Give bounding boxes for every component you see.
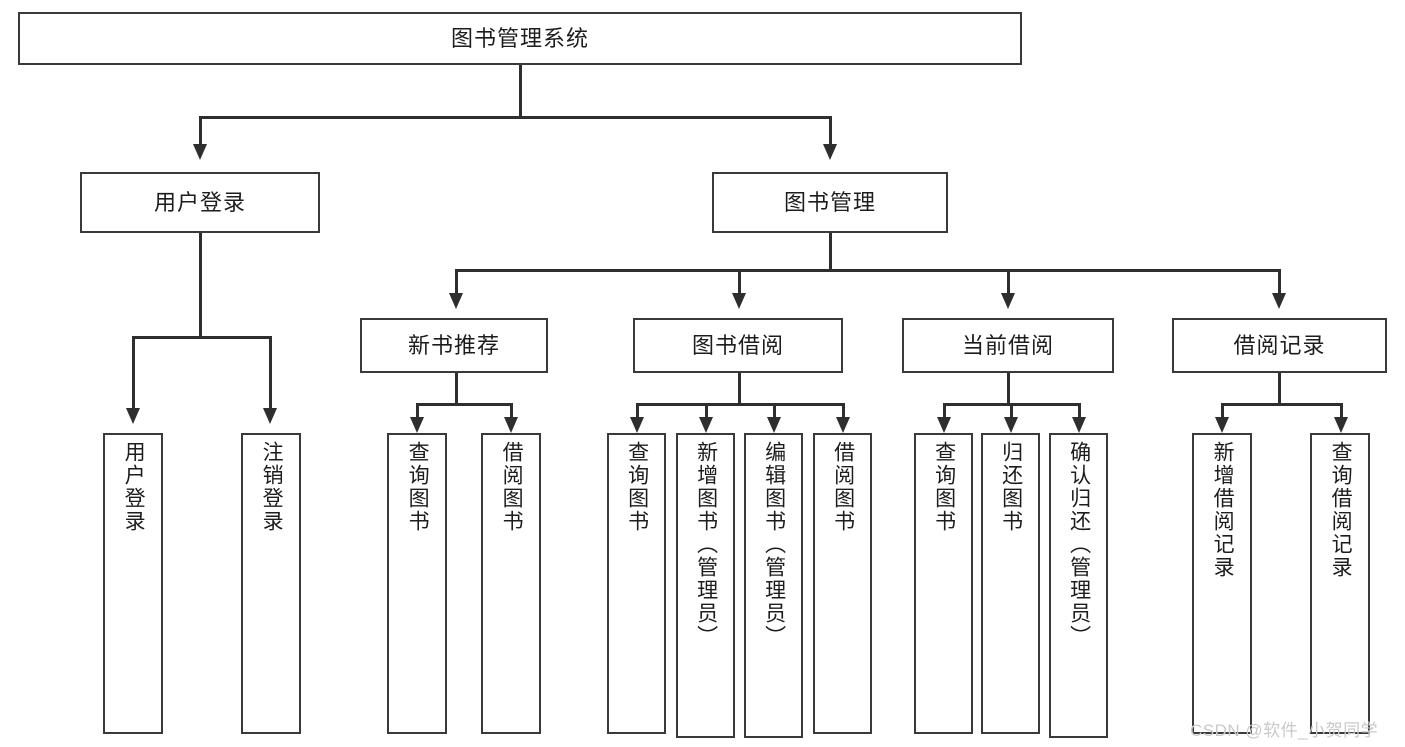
arrowhead-currentborrow-leaf-1 — [937, 417, 951, 433]
node-current-borrow[interactable]: 当前借阅 — [902, 318, 1114, 373]
leaf-user-login-login[interactable]: 用户登录 — [103, 433, 163, 734]
connector-user-login-bar — [132, 336, 269, 339]
leaf-borrowrecord-add-record[interactable]: 新增借阅记录 — [1192, 433, 1252, 734]
connector-root-to-book-management — [829, 116, 832, 146]
connector-user-login-trunk — [199, 233, 202, 338]
connector-borrowrecord-bar — [1221, 403, 1340, 406]
arrowhead-currentborrow-leaf-3 — [1072, 417, 1086, 433]
connector-bookborrow-to-leaf-1 — [636, 403, 639, 419]
arrowhead-bm-new-book — [449, 293, 463, 309]
arrowhead-bm-current-borrow — [1001, 293, 1015, 309]
connector-bookborrow-to-leaf-4 — [842, 403, 845, 419]
connector-book-management-bar — [455, 269, 1280, 272]
node-label: 借阅图书 — [831, 441, 855, 533]
arrowhead-bookborrow-leaf-3 — [767, 417, 781, 433]
arrowhead-bookborrow-leaf-4 — [836, 417, 850, 433]
connector-bm-to-borrow-record — [1278, 269, 1281, 295]
leaf-bookborrow-borrow-book[interactable]: 借阅图书 — [813, 433, 872, 734]
arrowhead-borrowrecord-leaf-2 — [1334, 417, 1348, 433]
connector-currentborrow-to-leaf-1 — [943, 403, 946, 419]
arrowhead-bm-book-borrow — [732, 293, 746, 309]
node-user-login[interactable]: 用户登录 — [80, 172, 320, 233]
node-borrow-record[interactable]: 借阅记录 — [1172, 318, 1387, 373]
leaf-user-login-logout[interactable]: 注销登录 — [241, 433, 301, 734]
arrowhead-borrowrecord-leaf-1 — [1215, 417, 1229, 433]
node-label: 新书推荐 — [407, 332, 500, 358]
node-label: 查询图书 — [932, 441, 956, 533]
connector-bookborrow-bar — [636, 403, 842, 406]
arrowhead-user-login-leaf-1 — [126, 408, 140, 424]
connector-currentborrow-to-leaf-2 — [1010, 403, 1013, 419]
node-label: 用户登录 — [153, 189, 246, 215]
node-label: 当前借阅 — [961, 332, 1054, 358]
connector-currentborrow-trunk — [1007, 373, 1010, 405]
connector-bm-to-book-borrow — [738, 269, 741, 295]
node-label: 查询图书 — [625, 441, 649, 533]
connector-borrowrecord-to-leaf-1 — [1221, 403, 1224, 419]
watermark-csdn: CSDN @软件_小贺同学 — [1190, 721, 1379, 740]
leaf-newbook-borrow-book[interactable]: 借阅图书 — [481, 433, 541, 734]
arrowhead-to-book-management — [823, 144, 837, 160]
node-label: 借阅记录 — [1233, 332, 1326, 358]
node-label: 用户登录 — [122, 441, 146, 533]
node-label: 图书管理系统 — [450, 25, 589, 51]
connector-newbook-to-leaf-1 — [416, 403, 419, 419]
node-label: 编辑图书（管理员） — [762, 441, 786, 648]
arrowhead-newbook-leaf-2 — [504, 417, 518, 433]
leaf-currentborrow-return-book[interactable]: 归还图书 — [981, 433, 1040, 734]
connector-bookborrow-trunk — [738, 373, 741, 405]
connector-bm-to-current-borrow — [1007, 269, 1010, 295]
node-book-management[interactable]: 图书管理 — [712, 172, 948, 233]
node-label: 新增图书（管理员） — [694, 441, 718, 648]
connector-book-management-trunk — [829, 233, 832, 271]
connector-user-login-to-leaf-2 — [269, 336, 272, 410]
arrowhead-to-user-login — [193, 144, 207, 160]
node-label: 查询借阅记录 — [1329, 441, 1353, 579]
connector-root-bar — [199, 116, 831, 119]
arrowhead-bm-borrow-record — [1272, 293, 1286, 309]
connector-bookborrow-to-leaf-3 — [773, 403, 776, 419]
leaf-newbook-query-book[interactable]: 查询图书 — [387, 433, 447, 734]
node-label: 借阅图书 — [500, 441, 524, 533]
connector-newbook-to-leaf-2 — [510, 403, 513, 419]
arrowhead-user-login-leaf-2 — [263, 408, 277, 424]
node-label: 注销登录 — [260, 441, 284, 533]
connector-newbook-bar — [416, 403, 510, 406]
node-label: 图书借阅 — [691, 332, 784, 358]
connector-root-to-user-login — [199, 116, 202, 146]
leaf-currentborrow-query-book[interactable]: 查询图书 — [914, 433, 973, 734]
connector-currentborrow-to-leaf-3 — [1078, 403, 1081, 419]
connector-root-trunk — [519, 65, 522, 118]
node-book-borrow[interactable]: 图书借阅 — [633, 318, 843, 373]
leaf-bookborrow-edit-book-admin[interactable]: 编辑图书（管理员） — [744, 433, 803, 738]
node-label: 新增借阅记录 — [1211, 441, 1235, 579]
node-label: 确认归还（管理员） — [1067, 441, 1091, 648]
arrowhead-newbook-leaf-1 — [410, 417, 424, 433]
leaf-currentborrow-confirm-return-admin[interactable]: 确认归还（管理员） — [1049, 433, 1108, 738]
leaf-bookborrow-query-book[interactable]: 查询图书 — [607, 433, 666, 734]
node-label: 归还图书 — [999, 441, 1023, 533]
connector-bm-to-new-book — [455, 269, 458, 295]
node-new-book-recommend[interactable]: 新书推荐 — [360, 318, 548, 373]
connector-borrowrecord-to-leaf-2 — [1340, 403, 1343, 419]
node-label: 查询图书 — [406, 441, 430, 533]
leaf-borrowrecord-query-record[interactable]: 查询借阅记录 — [1310, 433, 1370, 734]
node-root-book-management-system[interactable]: 图书管理系统 — [18, 12, 1022, 65]
arrowhead-bookborrow-leaf-1 — [630, 417, 644, 433]
node-label: 图书管理 — [783, 189, 876, 215]
connector-bookborrow-to-leaf-2 — [705, 403, 708, 419]
arrowhead-currentborrow-leaf-2 — [1004, 417, 1018, 433]
connector-newbook-trunk — [455, 373, 458, 405]
connector-borrowrecord-trunk — [1278, 373, 1281, 405]
leaf-bookborrow-add-book-admin[interactable]: 新增图书（管理员） — [676, 433, 735, 738]
arrowhead-bookborrow-leaf-2 — [699, 417, 713, 433]
connector-user-login-to-leaf-1 — [132, 336, 135, 410]
